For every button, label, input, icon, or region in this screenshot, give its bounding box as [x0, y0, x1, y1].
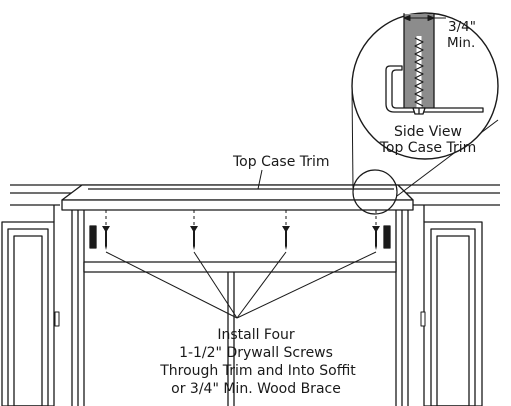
right-cabinet-door: [423, 205, 483, 406]
leader-lines: [105, 251, 377, 319]
left-cabinet-door: [1, 205, 55, 406]
top-case-trim-leader: [257, 169, 263, 190]
trim-profile: [385, 65, 484, 113]
dimension-value-label: 3/4": [448, 19, 476, 35]
instruction-line-2: 1-1/2" Drywall Screws: [179, 345, 333, 361]
side-view-detail: [351, 12, 499, 160]
case-frame: [71, 210, 409, 406]
dimension-marker: [403, 13, 446, 24]
instruction-line-3: Through Trim and Into Soffit: [160, 363, 356, 379]
screw-icons: [102, 226, 380, 250]
screw-thread: [414, 37, 424, 107]
top-case-trim-label: Top Case Trim: [233, 154, 330, 170]
detail-callout-circle: [352, 169, 398, 215]
instruction-line-4: or 3/4" Min. Wood Brace: [171, 381, 341, 397]
side-brackets: [89, 225, 391, 249]
screw-paths: [105, 210, 377, 226]
dimension-min-label: Min.: [447, 35, 476, 51]
side-view-subtitle: Top Case Trim: [379, 140, 477, 156]
top-case-trim: [61, 184, 414, 211]
door-knob-icons: [54, 311, 426, 327]
side-view-label: Side View: [394, 124, 462, 140]
instruction-line-1: Install Four: [217, 327, 295, 343]
